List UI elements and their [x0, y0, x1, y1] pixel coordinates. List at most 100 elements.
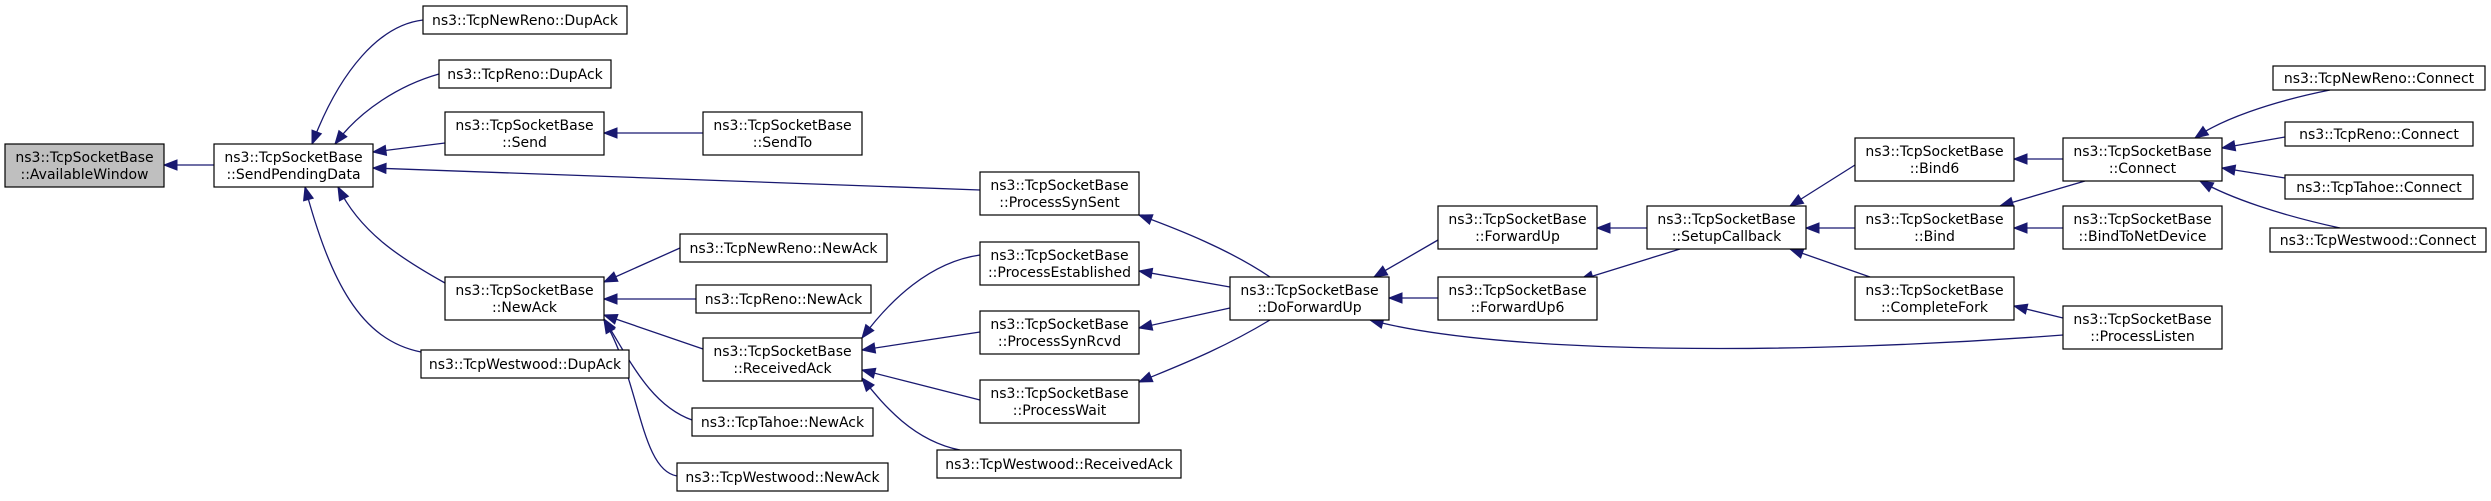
node-process-syn-sent[interactable]: ns3::TcpSocketBase::ProcessSynSent: [979, 171, 1140, 216]
nodes-layer: ns3::TcpSocketBase::AvailableWindowns3::…: [4, 5, 2487, 492]
node-label-line: ns3::TcpSocketBase: [990, 386, 1128, 402]
edge-westwood-dupack-to-send-pending-data: [304, 186, 422, 353]
node-reno-connect[interactable]: ns3::TcpReno::Connect: [2284, 121, 2474, 147]
arrowhead-do-forward-up-to-process-established: [1137, 267, 1154, 279]
node-box: [444, 111, 605, 156]
node-label-line: ::Bind6: [1910, 161, 1960, 177]
node-forward-up6[interactable]: ns3::TcpSocketBase::ForwardUp6: [1437, 276, 1598, 321]
node-label-line: ns3::TcpSocketBase: [1865, 212, 2003, 228]
node-label-line: ns3::TcpSocketBase: [713, 344, 851, 360]
node-box: [979, 171, 1140, 216]
edge-process-syn-sent-to-send-pending-data: [372, 167, 981, 191]
arrowhead-process-established-to-received-ack: [861, 323, 875, 340]
arrowhead-process-wait-to-received-ack: [860, 367, 877, 379]
arrowhead-send-to-send-pending-data: [371, 144, 388, 157]
node-box: [979, 379, 1140, 424]
node-process-wait[interactable]: ns3::TcpSocketBase::ProcessWait: [979, 379, 1140, 424]
node-label-line: ::NewAck: [492, 300, 558, 316]
edge-setup-callback-to-forward-up6: [1579, 248, 1681, 281]
node-label-line: ns3::TcpSocketBase: [224, 150, 362, 166]
node-box: [702, 337, 863, 382]
node-do-forward-up[interactable]: ns3::TcpSocketBase::DoForwardUp: [1229, 276, 1390, 321]
node-reno-newack[interactable]: ns3::TcpReno::NewAck: [695, 284, 872, 314]
node-connect[interactable]: ns3::TcpSocketBase::Connect: [2062, 137, 2223, 182]
node-label-line: ::AvailableWindow: [20, 167, 148, 183]
arrowhead-received-ack-to-newack: [602, 313, 619, 325]
node-box: [422, 5, 628, 35]
edge-do-forward-up-to-process-syn-sent: [1138, 214, 1271, 278]
node-newreno-newack[interactable]: ns3::TcpNewReno::NewAck: [679, 233, 888, 263]
node-setup-callback[interactable]: ns3::TcpSocketBase::SetupCallback: [1646, 205, 1807, 250]
node-label-line: ns3::TcpReno::NewAck: [705, 292, 863, 308]
node-bind6[interactable]: ns3::TcpSocketBase::Bind6: [1854, 137, 2015, 182]
node-reno-dupack[interactable]: ns3::TcpReno::DupAck: [438, 59, 612, 89]
arrowhead-send-pending-data-to-available-window: [162, 159, 178, 171]
node-westwood-newack[interactable]: ns3::TcpWestwood::NewAck: [676, 462, 889, 492]
node-box: [702, 111, 863, 156]
node-box: [679, 233, 888, 263]
node-label-line: ::SetupCallback: [1672, 229, 1782, 245]
node-box: [444, 276, 605, 321]
arrowhead-connect-to-bind6: [2012, 153, 2028, 165]
edge-process-listen-to-do-forward-up: [1369, 319, 2064, 350]
edge-do-forward-up-to-process-wait: [1138, 319, 1271, 383]
node-label-line: ::Send: [502, 135, 547, 151]
arrowhead-newreno-connect-to-connect: [2193, 125, 2210, 139]
edge-process-wait-to-received-ack: [861, 369, 981, 401]
arrowhead-reno-newack-to-newack: [602, 293, 618, 305]
node-label-line: ns3::TcpReno::DupAck: [447, 67, 603, 83]
node-process-listen[interactable]: ns3::TcpSocketBase::ProcessListen: [2062, 305, 2223, 350]
node-label-line: ns3::TcpWestwood::NewAck: [685, 470, 880, 486]
node-label-line: ns3::TcpSocketBase: [1865, 283, 2003, 299]
node-label-line: ns3::TcpWestwood::DupAck: [429, 357, 622, 373]
node-label-line: ::ProcessSynRcvd: [998, 334, 1121, 350]
node-box: [2284, 174, 2474, 200]
node-box: [979, 310, 1140, 355]
node-box: [4, 143, 165, 188]
arrowhead-westwood-dupack-to-send-pending-data: [303, 185, 315, 202]
edge-received-ack-to-newack: [603, 314, 704, 350]
node-box: [2269, 227, 2487, 253]
arrowhead-complete-fork-to-setup-callback: [1788, 248, 1805, 259]
node-box: [695, 284, 872, 314]
node-tahoe-newack[interactable]: ns3::TcpTahoe::NewAck: [691, 407, 874, 437]
node-label-line: ns3::TcpSocketBase: [15, 150, 153, 166]
node-sendto[interactable]: ns3::TcpSocketBase::SendTo: [702, 111, 863, 156]
node-label-line: ns3::TcpReno::Connect: [2299, 127, 2459, 143]
node-bind[interactable]: ns3::TcpSocketBase::Bind: [1854, 205, 2015, 250]
node-complete-fork[interactable]: ns3::TcpSocketBase::CompleteFork: [1854, 276, 2015, 321]
node-process-established[interactable]: ns3::TcpSocketBase::ProcessEstablished: [979, 241, 1140, 286]
node-received-ack[interactable]: ns3::TcpSocketBase::ReceivedAck: [702, 337, 863, 382]
arrowhead-do-forward-up-to-process-wait: [1137, 371, 1154, 383]
node-westwood-receivedack[interactable]: ns3::TcpWestwood::ReceivedAck: [936, 449, 1182, 479]
node-box: [2062, 205, 2223, 250]
node-label-line: ::ForwardUp6: [1471, 300, 1565, 316]
node-process-syn-rcvd[interactable]: ns3::TcpSocketBase::ProcessSynRcvd: [979, 310, 1140, 355]
node-box: [213, 143, 374, 188]
node-newack[interactable]: ns3::TcpSocketBase::NewAck: [444, 276, 605, 321]
node-send[interactable]: ns3::TcpSocketBase::Send: [444, 111, 605, 156]
node-label-line: ns3::TcpWestwood::ReceivedAck: [945, 457, 1173, 473]
node-label-line: ::ForwardUp: [1475, 229, 1560, 245]
node-newreno-connect[interactable]: ns3::TcpNewReno::Connect: [2272, 65, 2486, 91]
edge-newack-to-send-pending-data: [337, 186, 446, 284]
node-westwood-dupack[interactable]: ns3::TcpWestwood::DupAck: [420, 349, 630, 379]
node-label-line: ns3::TcpSocketBase: [455, 283, 593, 299]
arrowhead-westwood-receivedack-to-received-ack: [861, 376, 875, 393]
node-newreno-dupack[interactable]: ns3::TcpNewReno::DupAck: [422, 5, 628, 35]
node-label-line: ns3::TcpSocketBase: [1240, 283, 1378, 299]
edge-process-established-to-received-ack: [861, 254, 981, 339]
arrowhead-newack-to-send-pending-data: [337, 185, 350, 202]
node-label-line: ::Bind: [1914, 229, 1955, 245]
node-label-line: ::ReceivedAck: [733, 361, 832, 377]
node-box: [979, 241, 1140, 286]
node-bind-to-net-device[interactable]: ns3::TcpSocketBase::BindToNetDevice: [2062, 205, 2223, 250]
node-send-pending-data[interactable]: ns3::TcpSocketBase::SendPendingData: [213, 143, 374, 188]
node-tahoe-connect[interactable]: ns3::TcpTahoe::Connect: [2284, 174, 2474, 200]
node-label-line: ns3::TcpTahoe::Connect: [2296, 180, 2462, 196]
node-westwood-connect[interactable]: ns3::TcpWestwood::Connect: [2269, 227, 2487, 253]
node-forward-up[interactable]: ns3::TcpSocketBase::ForwardUp: [1437, 205, 1598, 250]
node-label-line: ns3::TcpWestwood::Connect: [2280, 233, 2477, 249]
